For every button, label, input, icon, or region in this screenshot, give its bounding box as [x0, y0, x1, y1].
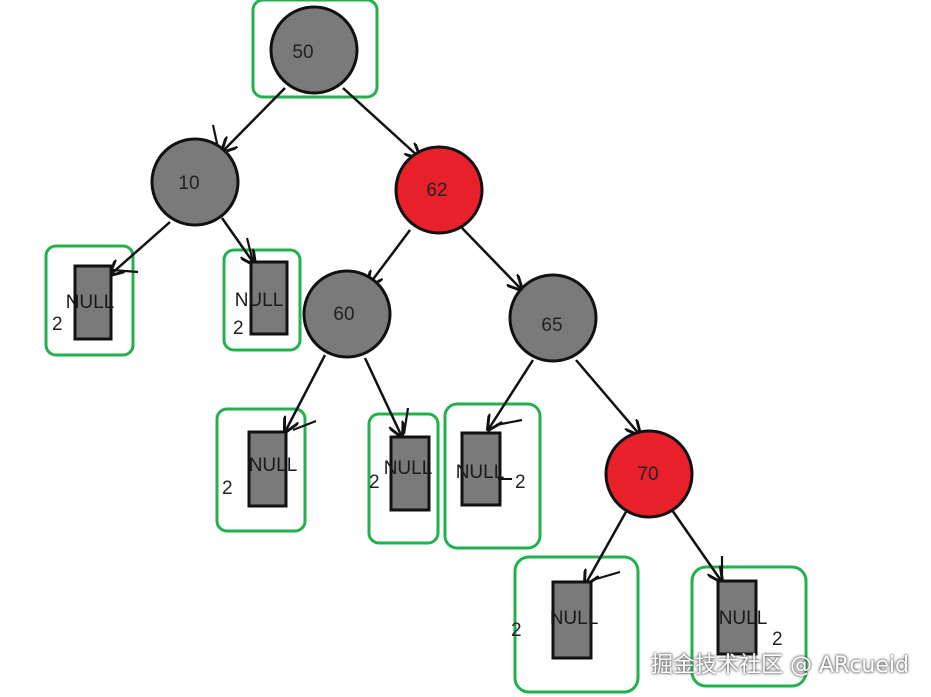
node-10 — [150, 137, 240, 227]
null-leaf-l2-label: NULL — [235, 290, 284, 311]
node-65 — [508, 273, 598, 363]
edge-62-60 — [368, 229, 411, 286]
highlight-box-l1 — [44, 244, 135, 357]
highlight-box-root — [251, 0, 379, 99]
edge-70-nullA — [585, 509, 629, 585]
null-leaf-l5-label: NULL — [456, 462, 505, 483]
null-leaf-l4-black-height: 2 — [369, 472, 380, 493]
null-leaf-l4-label: NULL — [384, 458, 433, 479]
null-leaf-l4 — [389, 435, 431, 512]
highlight-box-l2 — [222, 248, 302, 352]
null-leaf-l6-black-height: 2 — [511, 620, 522, 641]
null-leaf-l7-label: NULL — [719, 608, 768, 629]
edge-70-nullB — [670, 509, 722, 582]
edge-50-10 — [222, 87, 286, 152]
node-70-label: 70 — [637, 464, 658, 485]
node-10-label: 10 — [178, 173, 199, 194]
null-leaf-l1-black-height: 2 — [52, 314, 63, 335]
edge-10-nullA — [110, 221, 171, 275]
edge-60-nullA — [285, 354, 327, 432]
node-70 — [604, 429, 694, 519]
node-60 — [302, 269, 392, 359]
highlight-box-l3 — [215, 407, 307, 533]
null-leaf-l6-label: NULL — [550, 608, 599, 629]
edge-65-70 — [575, 359, 640, 435]
null-leaf-l3-black-height: 2 — [222, 478, 233, 499]
edge-10-nullB — [220, 217, 255, 265]
null-leaf-l1-label: NULL — [66, 292, 115, 313]
null-leaf-l2 — [249, 260, 289, 336]
null-leaf-l7 — [716, 579, 758, 656]
node-62 — [394, 145, 484, 235]
null-leaf-l7-black-height: 2 — [772, 629, 783, 650]
null-leaf-l5 — [460, 431, 502, 507]
null-leaf-l6 — [551, 580, 593, 660]
node-50 — [269, 5, 359, 95]
node-50-label: 50 — [292, 42, 313, 63]
edge-62-65 — [461, 227, 522, 290]
null-leaf-l3 — [247, 430, 288, 508]
edge-60-nullB — [363, 357, 402, 437]
node-60-label: 60 — [333, 304, 354, 325]
watermark: 掘金技术社区 @ ARcueid — [651, 653, 909, 678]
highlight-box-l5 — [443, 402, 542, 550]
highlight-box-l7 — [690, 565, 808, 688]
highlight-box-l6 — [513, 555, 640, 694]
null-leaf-l1 — [73, 264, 113, 341]
null-leaf-l2-black-height: 2 — [233, 318, 244, 339]
null-leaf-l3-label: NULL — [249, 455, 298, 476]
edge-65-nullA — [488, 359, 535, 430]
highlight-box-l4 — [367, 412, 440, 545]
null-leaf-l5-black-height: 2 — [515, 472, 526, 493]
edge-50-62 — [342, 87, 420, 158]
node-65-label: 65 — [541, 315, 562, 336]
node-62-label: 62 — [426, 180, 447, 201]
